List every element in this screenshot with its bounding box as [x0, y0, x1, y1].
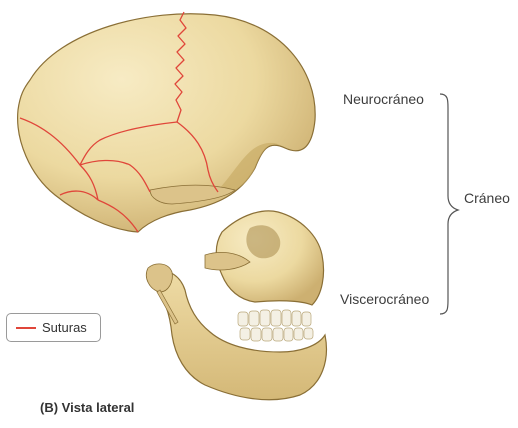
legend: Suturas	[6, 313, 101, 342]
craneo-label: Cráneo	[464, 190, 510, 206]
teeth	[238, 310, 313, 341]
figure-caption: (B) Vista lateral	[40, 400, 134, 415]
mandible-ramus	[146, 264, 172, 292]
viscerocraneo-label: Viscerocráneo	[340, 291, 429, 307]
suture-swatch	[16, 327, 36, 329]
neurocraneo-bracket	[440, 94, 458, 314]
zygomatic-process	[150, 185, 235, 204]
neurocraneo-label: Neurocráneo	[343, 91, 424, 107]
legend-label: Suturas	[42, 320, 87, 335]
